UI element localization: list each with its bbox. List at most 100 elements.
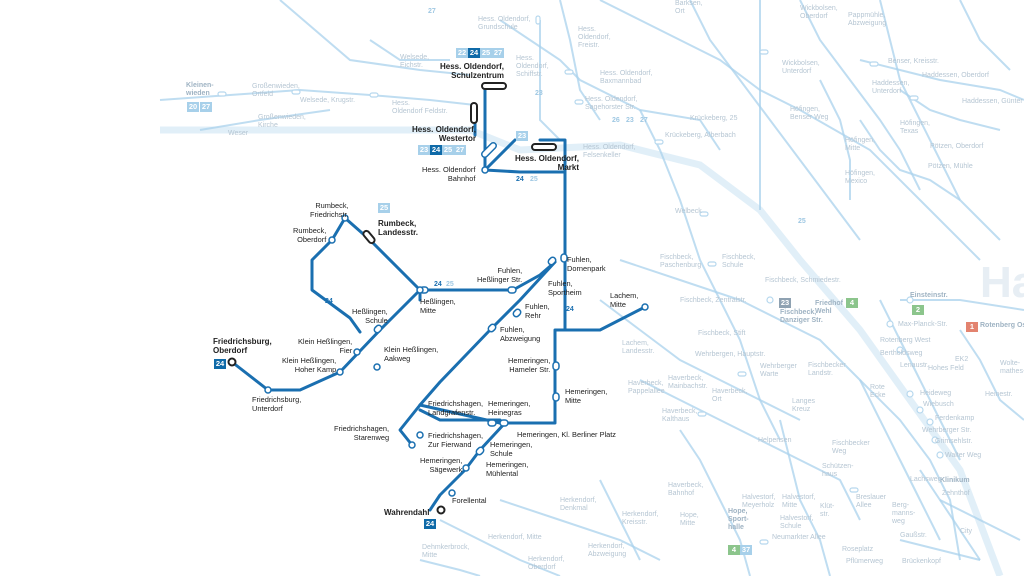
badge-4-hope: 4 [728, 545, 740, 555]
badge-25-schulzentrum: 25 [480, 48, 492, 58]
label-kruckeberg-alberbach: Krückeberg, Alberbach [665, 132, 736, 139]
label-fischbeck-paschenburg: Fischbeck,Paschenburg [660, 254, 702, 269]
stop-hesslingen-schule[interactable]: Heßlingen,Schule [352, 307, 388, 325]
stop-fuhlen-rehr[interactable]: Fuhlen,Rehr [525, 302, 550, 320]
route-number-24-rumbeck: 24 [325, 298, 333, 305]
badge-20: 20 [187, 102, 199, 112]
stop-fh-starenweg[interactable]: Friedrichshagen,Starenweg [334, 424, 390, 442]
label-herkendorf-mitte: Herkendorf, Mitte [488, 534, 542, 541]
label-haverbeck-pappelallee: Haverbeck,Pappelallee [628, 380, 665, 395]
stop-hemeringen-hameler[interactable]: Hemeringen,Hameler Str. [508, 356, 551, 374]
stop-friedrichsburg-oberdorf[interactable]: Friedrichsburg,Oberdorf [213, 337, 272, 355]
route-number-27-mid: 27 [640, 117, 648, 124]
stop-hemeringen-saegewerk[interactable]: Hemeringen,Sägewerk [420, 456, 463, 474]
stop-fuhlen-abzweigung[interactable]: Fuhlen,Abzweigung [500, 325, 541, 343]
badge-24-schulzentrum: 24 [468, 48, 480, 58]
label-hess-sagehorster: Hess. Oldendorf,Sagehorster Str. [585, 96, 638, 111]
label-fischbeck-stift: Fischbeck, Stift [698, 330, 746, 337]
label-herkendorf-denkmal: Herkendorf,Denkmal [560, 497, 597, 512]
label-gaussstr: Gaußstr. [900, 532, 927, 539]
badge-25-rumbeck: 25 [378, 203, 390, 213]
label-rosenplatz: Roseplatz [842, 546, 874, 553]
label-hohes-feld: Hohes Feld [928, 365, 964, 372]
stop-fh-zur-fierwand[interactable]: Friedrichshagen,Zur Fierwand [428, 431, 484, 449]
badge-23-westertor: 23 [418, 145, 430, 155]
stop-friedrichsburg-unterdorf[interactable]: Friedrichsburg,Unterdorf [252, 395, 302, 413]
stop-rumbeck-oberdorf[interactable]: Rumbeck,Oberdorf [293, 226, 327, 244]
label-klinikum: Klinikum [940, 477, 970, 484]
label-brueckenkopf: Brückenkopf [902, 558, 941, 565]
badge-24-wahrendahl: 24 [424, 519, 436, 529]
label-hess-schiffstr: Hess.Oldendorf,Schiffstr. [516, 55, 549, 78]
label-haverbeck-mainbachstr: Haverbeck,Mainbachstr. [668, 375, 708, 390]
label-schuetzenhaus: Schützen-haus [822, 463, 854, 478]
stop-schulzentrum[interactable]: Hess. Oldendorf,Schulzentrum [440, 62, 505, 80]
label-rotenberg-west: Rotenberg West [880, 337, 931, 344]
label-haverbeck-kalthaus: Haverbeck,Kalthaus [662, 408, 698, 423]
label-haddessen-oberdorf: Haddessen, Oberdorf [922, 72, 989, 79]
label-hofingen-mexico: Höfingen,Mexico [845, 170, 875, 185]
stop-hesslingen-mitte[interactable]: Heßlingen,Mitte [420, 297, 456, 315]
stop-fuhlen-hesslinger[interactable]: Fuhlen,Heßlinger Str. [477, 266, 523, 284]
stop-markt[interactable]: Hess. Oldendorf,Markt [515, 154, 580, 172]
stop-hemeringen-schule[interactable]: Hemeringen,Schule [490, 440, 533, 458]
label-lachem-landesstr: Lachem,Landesstr. [622, 340, 655, 355]
label-woltemathes: Wolte-mathes- [1000, 360, 1024, 375]
label-hess-feldstr: Hess.Oldendorf Feldstr. [392, 100, 448, 115]
stop-hemeringen-mitte[interactable]: Hemeringen,Mitte [565, 387, 608, 405]
badge-24-friedrichsburg: 24 [214, 359, 226, 369]
label-hofingen-benser: Höfingen,Benser Weg [790, 106, 829, 121]
label-wickbolsen-unterdorf: Wickbolsen,Unterdorf [782, 60, 820, 75]
stop-rumbeck-friedrichstr[interactable]: Rumbeck,Friedrichstr. [310, 201, 349, 219]
label-hess-freistr: Hess.Oldendorf,Freistr. [578, 26, 611, 49]
stop-hemeringen-muehlental[interactable]: Hemeringen,Mühlental [486, 460, 529, 478]
label-grossenwieden-kirche: Großenwieden,Kirche [258, 114, 306, 129]
label-heinestr: Heinestr. [985, 391, 1013, 398]
route-number-25-bahnhof: 25 [530, 176, 538, 183]
route-number-25-east: 25 [798, 218, 806, 225]
label-herkendorf-abzweigung: Herkendorf,Abzweigung [588, 543, 627, 558]
stop-kleinhess-hoher-kamp[interactable]: Klein Heßlingen,Hoher Kamp [282, 356, 337, 374]
label-hofingen-texas: Höfingen,Texas [900, 120, 930, 135]
label-herkendorf-kreisstr: Herkendorf,Kreisstr. [622, 511, 659, 526]
route-number-24-hesslingen: 24 [434, 281, 442, 288]
badge-2-einstein: 2 [912, 305, 924, 315]
badge-4-friedhof: 4 [846, 298, 858, 308]
label-ort-top: Barksen,Ort [675, 0, 703, 15]
label-hess-felsenkeller: Hess. Oldendorf,Felsenkeller [583, 144, 636, 159]
stop-westertor[interactable]: Hess. Oldendorf,Westertor [412, 125, 477, 143]
stop-fh-landgrafenstr[interactable]: Friedrichshagen,Landgrafenstr. [428, 399, 484, 417]
stop-kleinhess-fier[interactable]: Klein Heßlingen,Fier [298, 337, 353, 355]
badge-37-hope: 37 [740, 545, 752, 555]
stop-fuhlen-sportheim[interactable]: Fuhlen,Sportheim [548, 279, 582, 297]
stop-hemeringen-kl-berliner[interactable]: Hemeringen, Kl. Berliner Platz [517, 430, 616, 439]
stop-rumbeck-landesstr[interactable]: Rumbeck,Landesstr. [378, 219, 419, 237]
stop-forellental[interactable]: Forellental [452, 496, 487, 505]
label-hess-baxmannbad: Hess. Oldendorf,Baxmannbad [600, 70, 653, 85]
label-helpensen: Helpensen [758, 437, 792, 444]
badge-25-westertor: 25 [442, 145, 454, 155]
label-fischbeck-schule: Fischbeck,Schule [722, 254, 756, 269]
stop-lachem-mitte[interactable]: Lachem,Mitte [610, 291, 639, 309]
label-haddessen-gunter: Haddessen, Günter [962, 98, 1023, 105]
label-dehmkerbrock-mitte: Dehmkerbrock,Mitte [422, 544, 470, 559]
stop-kleinhess-aakweg[interactable]: Klein Heßlingen,Aakweg [384, 345, 439, 363]
label-halvestorf-schule: Halvestorf,Schule [780, 515, 814, 530]
stop-wahrendahl[interactable]: Wahrendahl [384, 508, 430, 517]
label-welsede-krugstr: Welsede, Krugstr. [300, 97, 356, 104]
label-lachsweg: Lachsweg [910, 476, 942, 483]
label-wickbolsen-oberdorf: Wickbolsen,Oberdorf [800, 5, 838, 20]
stop-hemeringen-heinegras[interactable]: Hemeringen,Heinegras [488, 399, 531, 417]
badge-27: 27 [200, 102, 212, 112]
label-hofingen-mitte: Höfingen,Mitte [845, 137, 875, 152]
label-weihbergen-hauptstr: Wehrbergen, Hauptstr. [695, 351, 766, 358]
stop-fuhlen-dornenpark[interactable]: Fuhlen,Dornenpark [567, 255, 606, 273]
badge-27-schulzentrum: 27 [492, 48, 504, 58]
badge-22-top: 22 [456, 48, 468, 58]
label-bertholdsweg: Bertholdsweg [880, 350, 923, 357]
